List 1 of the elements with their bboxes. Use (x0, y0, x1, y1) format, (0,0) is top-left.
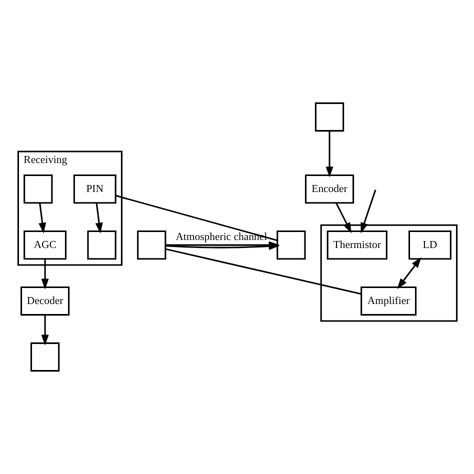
edge-label: Atmospheric channel (175, 230, 267, 243)
